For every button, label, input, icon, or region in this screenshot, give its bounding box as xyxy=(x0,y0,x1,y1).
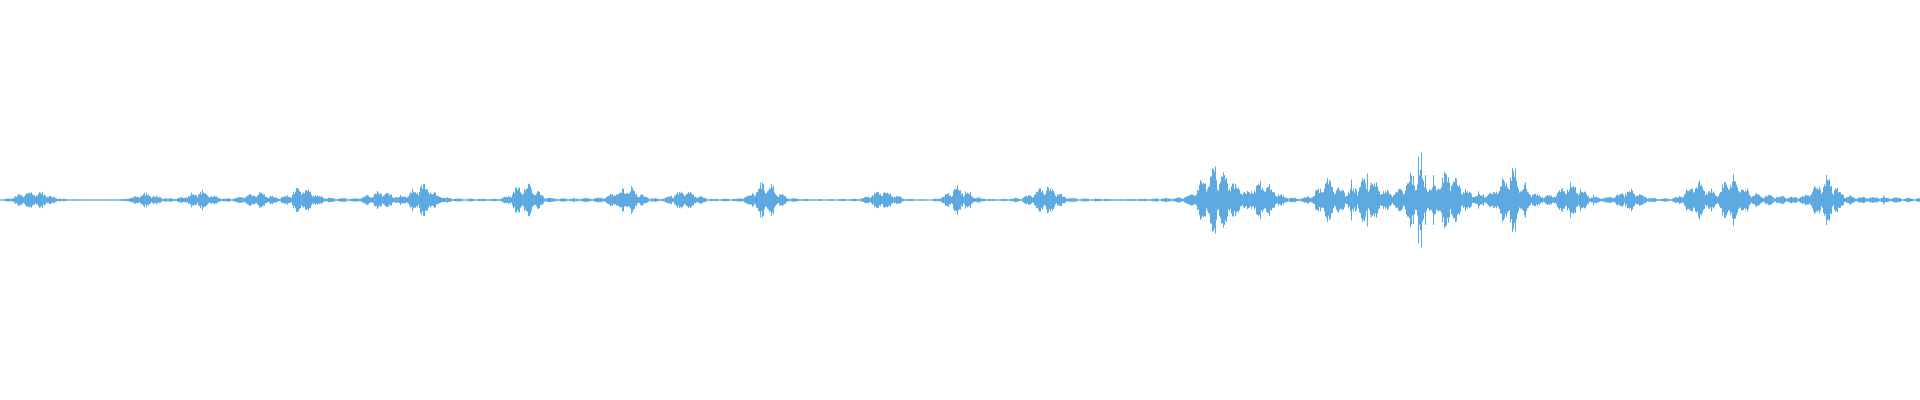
waveform-panel xyxy=(0,152,1920,248)
audio-waveform xyxy=(0,152,1920,248)
